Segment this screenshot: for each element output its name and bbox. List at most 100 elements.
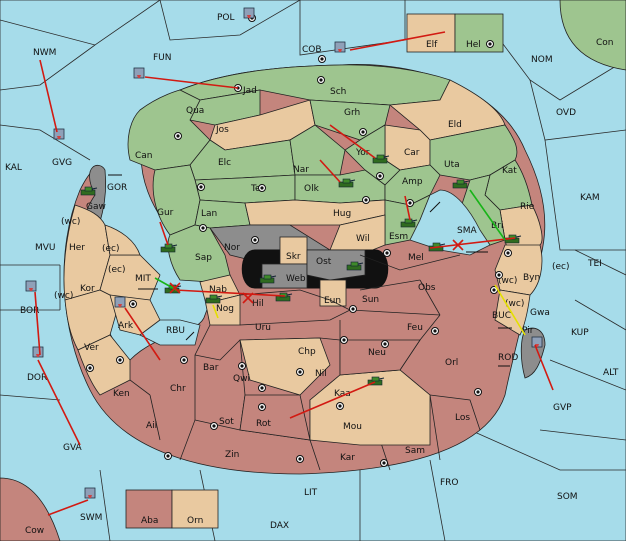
label-Bar: Bar <box>203 363 219 373</box>
label-Nar: Nar <box>293 165 309 175</box>
label-Elf: Elf <box>426 40 438 50</box>
label-Gur: Gur <box>157 208 174 218</box>
army-unit-icon[interactable] <box>338 178 356 188</box>
label-OVD: OVD <box>556 108 576 118</box>
army-unit-icon[interactable] <box>205 294 223 304</box>
supply-center-dot <box>383 342 387 346</box>
label-SOM: SOM <box>557 492 578 502</box>
region-Gwa[interactable] <box>494 289 531 336</box>
army-unit-icon[interactable] <box>259 274 277 284</box>
region-Her-east[interactable] <box>104 224 141 256</box>
fleet-unit-icon[interactable] <box>114 296 126 308</box>
fleet-unit-icon[interactable] <box>531 336 543 348</box>
order-arrow <box>144 76 239 89</box>
label-Olk: Olk <box>304 184 320 194</box>
supply-center-dot <box>212 424 216 428</box>
region-Nar[interactable] <box>289 124 346 176</box>
region-Hel[interactable] <box>454 13 504 53</box>
label-Sot: Sot <box>219 417 234 427</box>
region-RBU[interactable] <box>139 319 201 346</box>
units <box>25 7 543 499</box>
supply-center-dot <box>260 186 264 190</box>
label-Sap: Sap <box>195 253 212 263</box>
label-MIT: MIT <box>135 274 151 284</box>
label-Sun: Sun <box>362 295 379 305</box>
fleet-unit-icon[interactable] <box>25 280 37 292</box>
region-SMA[interactable] <box>409 189 491 256</box>
supply-center-dot <box>298 457 302 461</box>
label-Kat: Kat <box>502 166 517 176</box>
label-COB: COB <box>302 45 322 55</box>
label-SWM: SWM <box>80 513 102 523</box>
fleet-unit-icon[interactable] <box>133 67 145 79</box>
label-Rie: Rie <box>520 202 535 212</box>
label-Con: Con <box>596 38 614 48</box>
region-Chp-Nil[interactable] <box>239 337 331 396</box>
fleet-unit-icon[interactable] <box>243 7 255 19</box>
region-Neu[interactable] <box>339 339 421 376</box>
order-arrow <box>47 499 89 516</box>
region-Sap[interactable] <box>167 224 231 283</box>
supply-center-dot <box>492 288 496 292</box>
fleet-unit-icon[interactable] <box>32 346 44 358</box>
label-Grh: Grh <box>344 108 360 118</box>
region-Uta[interactable] <box>429 124 518 181</box>
supply-center-dot <box>378 174 382 178</box>
region-Ver[interactable] <box>77 334 131 396</box>
supply-center-dot <box>361 130 365 134</box>
label-Ken: Ken <box>113 389 130 399</box>
label-KUP: KUP <box>571 328 589 338</box>
fleet-unit-icon[interactable] <box>53 128 65 140</box>
label-Los: Los <box>455 413 470 423</box>
label-Uta: Uta <box>444 160 460 170</box>
region-Orn[interactable] <box>171 489 219 529</box>
supply-center-dot <box>182 358 186 362</box>
label-LIT: LIT <box>304 488 318 498</box>
fleet-unit-icon[interactable] <box>84 487 96 499</box>
region-Tel[interactable] <box>194 174 296 204</box>
label-NWM: NWM <box>33 48 56 58</box>
label-wc-kor: (wc) <box>54 291 73 301</box>
label-Uru: Uru <box>255 323 271 333</box>
label-Elc: Elc <box>218 158 231 168</box>
failed-orders <box>169 239 464 304</box>
label-Sam: Sam <box>405 446 425 456</box>
label-RBU: RBU <box>166 326 185 336</box>
label-GVP: GVP <box>553 403 572 413</box>
region-Rot[interactable] <box>239 394 311 441</box>
label-Her: Her <box>69 243 85 253</box>
label-Nor: Nor <box>224 243 240 253</box>
label-DOR: DOR <box>27 373 47 383</box>
label-wc-byn: (wc) <box>498 276 517 286</box>
label-ec-kor: (ec) <box>108 265 126 275</box>
label-Hel: Hel <box>466 40 481 50</box>
army-unit-icon[interactable] <box>452 179 470 189</box>
label-Rot: Rot <box>256 419 271 429</box>
region-Skr[interactable] <box>279 236 308 265</box>
label-wc-gwa: (wc) <box>505 299 524 309</box>
region-Elf[interactable] <box>406 13 456 53</box>
label-Skr: Skr <box>286 252 301 262</box>
region-Gur[interactable] <box>152 164 201 236</box>
army-unit-icon[interactable] <box>160 243 178 253</box>
army-unit-icon[interactable] <box>346 261 364 271</box>
fleet-unit-icon[interactable] <box>334 41 346 53</box>
army-unit-icon[interactable] <box>372 154 390 164</box>
supply-center-dot <box>351 307 355 311</box>
label-Ark: Ark <box>118 321 134 331</box>
supply-center-dot <box>433 329 437 333</box>
army-unit-icon[interactable] <box>80 186 98 196</box>
region-Ost[interactable] <box>306 249 366 281</box>
order-arrow <box>534 344 554 391</box>
order-arrow <box>404 195 411 221</box>
order-arrow <box>429 237 516 249</box>
label-ROD: ROD <box>498 353 518 363</box>
supply-center-dot <box>253 238 257 242</box>
region-Byn[interactable] <box>494 244 543 296</box>
army-unit-icon[interactable] <box>400 218 418 228</box>
label-Nab: Nab <box>209 285 227 295</box>
label-Chp: Chp <box>298 347 316 357</box>
